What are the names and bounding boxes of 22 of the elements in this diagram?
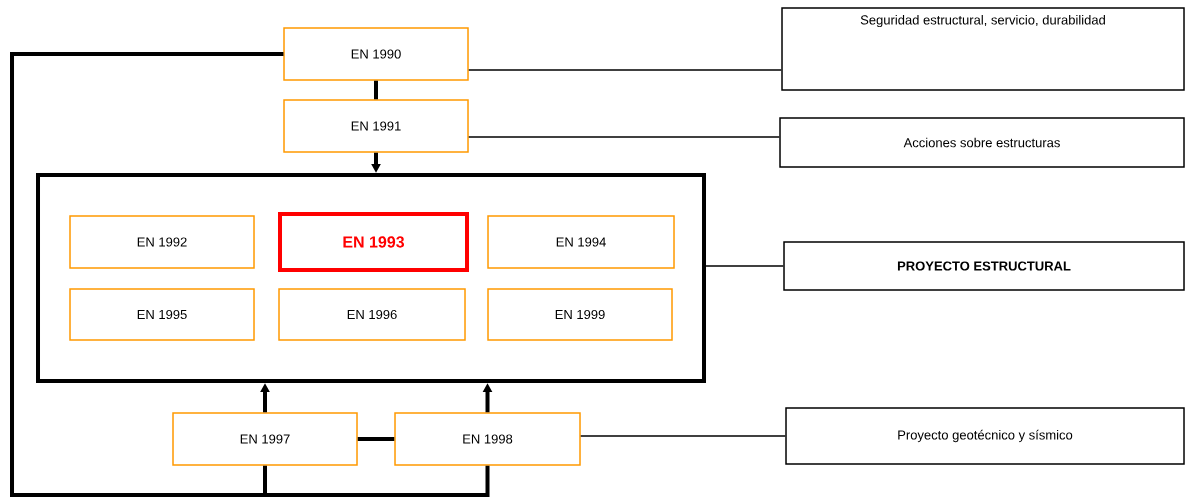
description-box: Proyecto geotécnico y sísmico [785,407,1185,465]
standard-box: EN 1995 [69,288,255,341]
description-box: Acciones sobre estructuras [779,117,1185,168]
standard-box: EN 1994 [487,215,675,269]
standard-box: EN 1998 [394,412,581,466]
connector-line [705,265,784,267]
standard-box: EN 1991 [283,99,469,153]
standard-box: EN 1997 [172,412,358,466]
standard-box: EN 1996 [278,288,466,341]
group-frame [36,173,706,383]
connector-line [374,80,378,100]
connector-line [468,136,780,138]
description-box: PROYECTO ESTRUCTURAL [783,241,1185,291]
connector-line [357,437,395,441]
connector-line [580,435,786,437]
connector-line [10,52,490,497]
standard-box: EN 1990 [283,27,469,81]
highlighted-standard-box: EN 1993 [278,212,469,272]
connector-line [468,69,782,71]
standard-box: EN 1999 [487,288,673,341]
standard-box: EN 1992 [69,215,255,269]
description-box: Seguridad estructural, servicio, durabilidad [781,7,1185,91]
